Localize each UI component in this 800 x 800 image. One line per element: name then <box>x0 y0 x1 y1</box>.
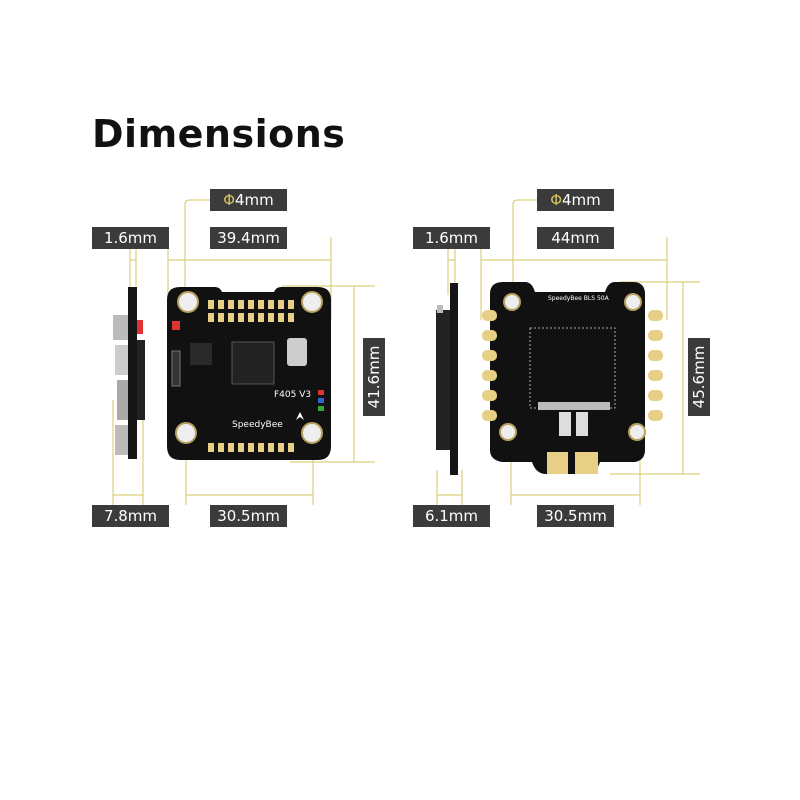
fc-width-label: 39.4mm <box>210 227 287 249</box>
esc-hole-value: 4mm <box>562 191 601 209</box>
fc-board <box>167 287 331 460</box>
esc-width-label: 44mm <box>537 227 614 249</box>
phi-symbol: Φ <box>223 191 236 209</box>
fc-bottom-pads <box>208 443 294 452</box>
fc-dimension-lines <box>112 199 375 505</box>
esc-mount-spacing-label: 30.5mm <box>537 505 614 527</box>
fc-brand-text: SpeedyBee <box>232 420 283 430</box>
esc-height-label: 45.6mm <box>688 338 710 416</box>
fc-hole-value: 4mm <box>235 191 274 209</box>
esc-board <box>482 282 663 474</box>
fc-top-pads <box>208 300 294 322</box>
fc-hole-diameter-label: Φ4mm <box>210 189 287 211</box>
fc-height-value: 41.6mm <box>365 345 383 409</box>
fc-height-label: 41.6mm <box>363 338 385 416</box>
page-title: Dimensions <box>92 112 346 156</box>
esc-thickness-label: 1.6mm <box>413 227 490 249</box>
esc-model-text: SpeedyBee BLS 50A <box>548 295 610 302</box>
fc-model-text: F405 V3 <box>274 390 311 400</box>
esc-height-value: 45.6mm <box>690 345 708 409</box>
fc-mount-spacing-label: 30.5mm <box>210 505 287 527</box>
fc-side-view <box>113 287 145 459</box>
esc-stack-height-label: 6.1mm <box>413 505 490 527</box>
esc-motor-pads <box>482 310 663 474</box>
esc-hole-diameter-label: Φ4mm <box>537 189 614 211</box>
esc-side-view <box>436 283 458 475</box>
phi-symbol: Φ <box>550 191 563 209</box>
fc-stack-height-label: 7.8mm <box>92 505 169 527</box>
fc-thickness-label: 1.6mm <box>92 227 169 249</box>
